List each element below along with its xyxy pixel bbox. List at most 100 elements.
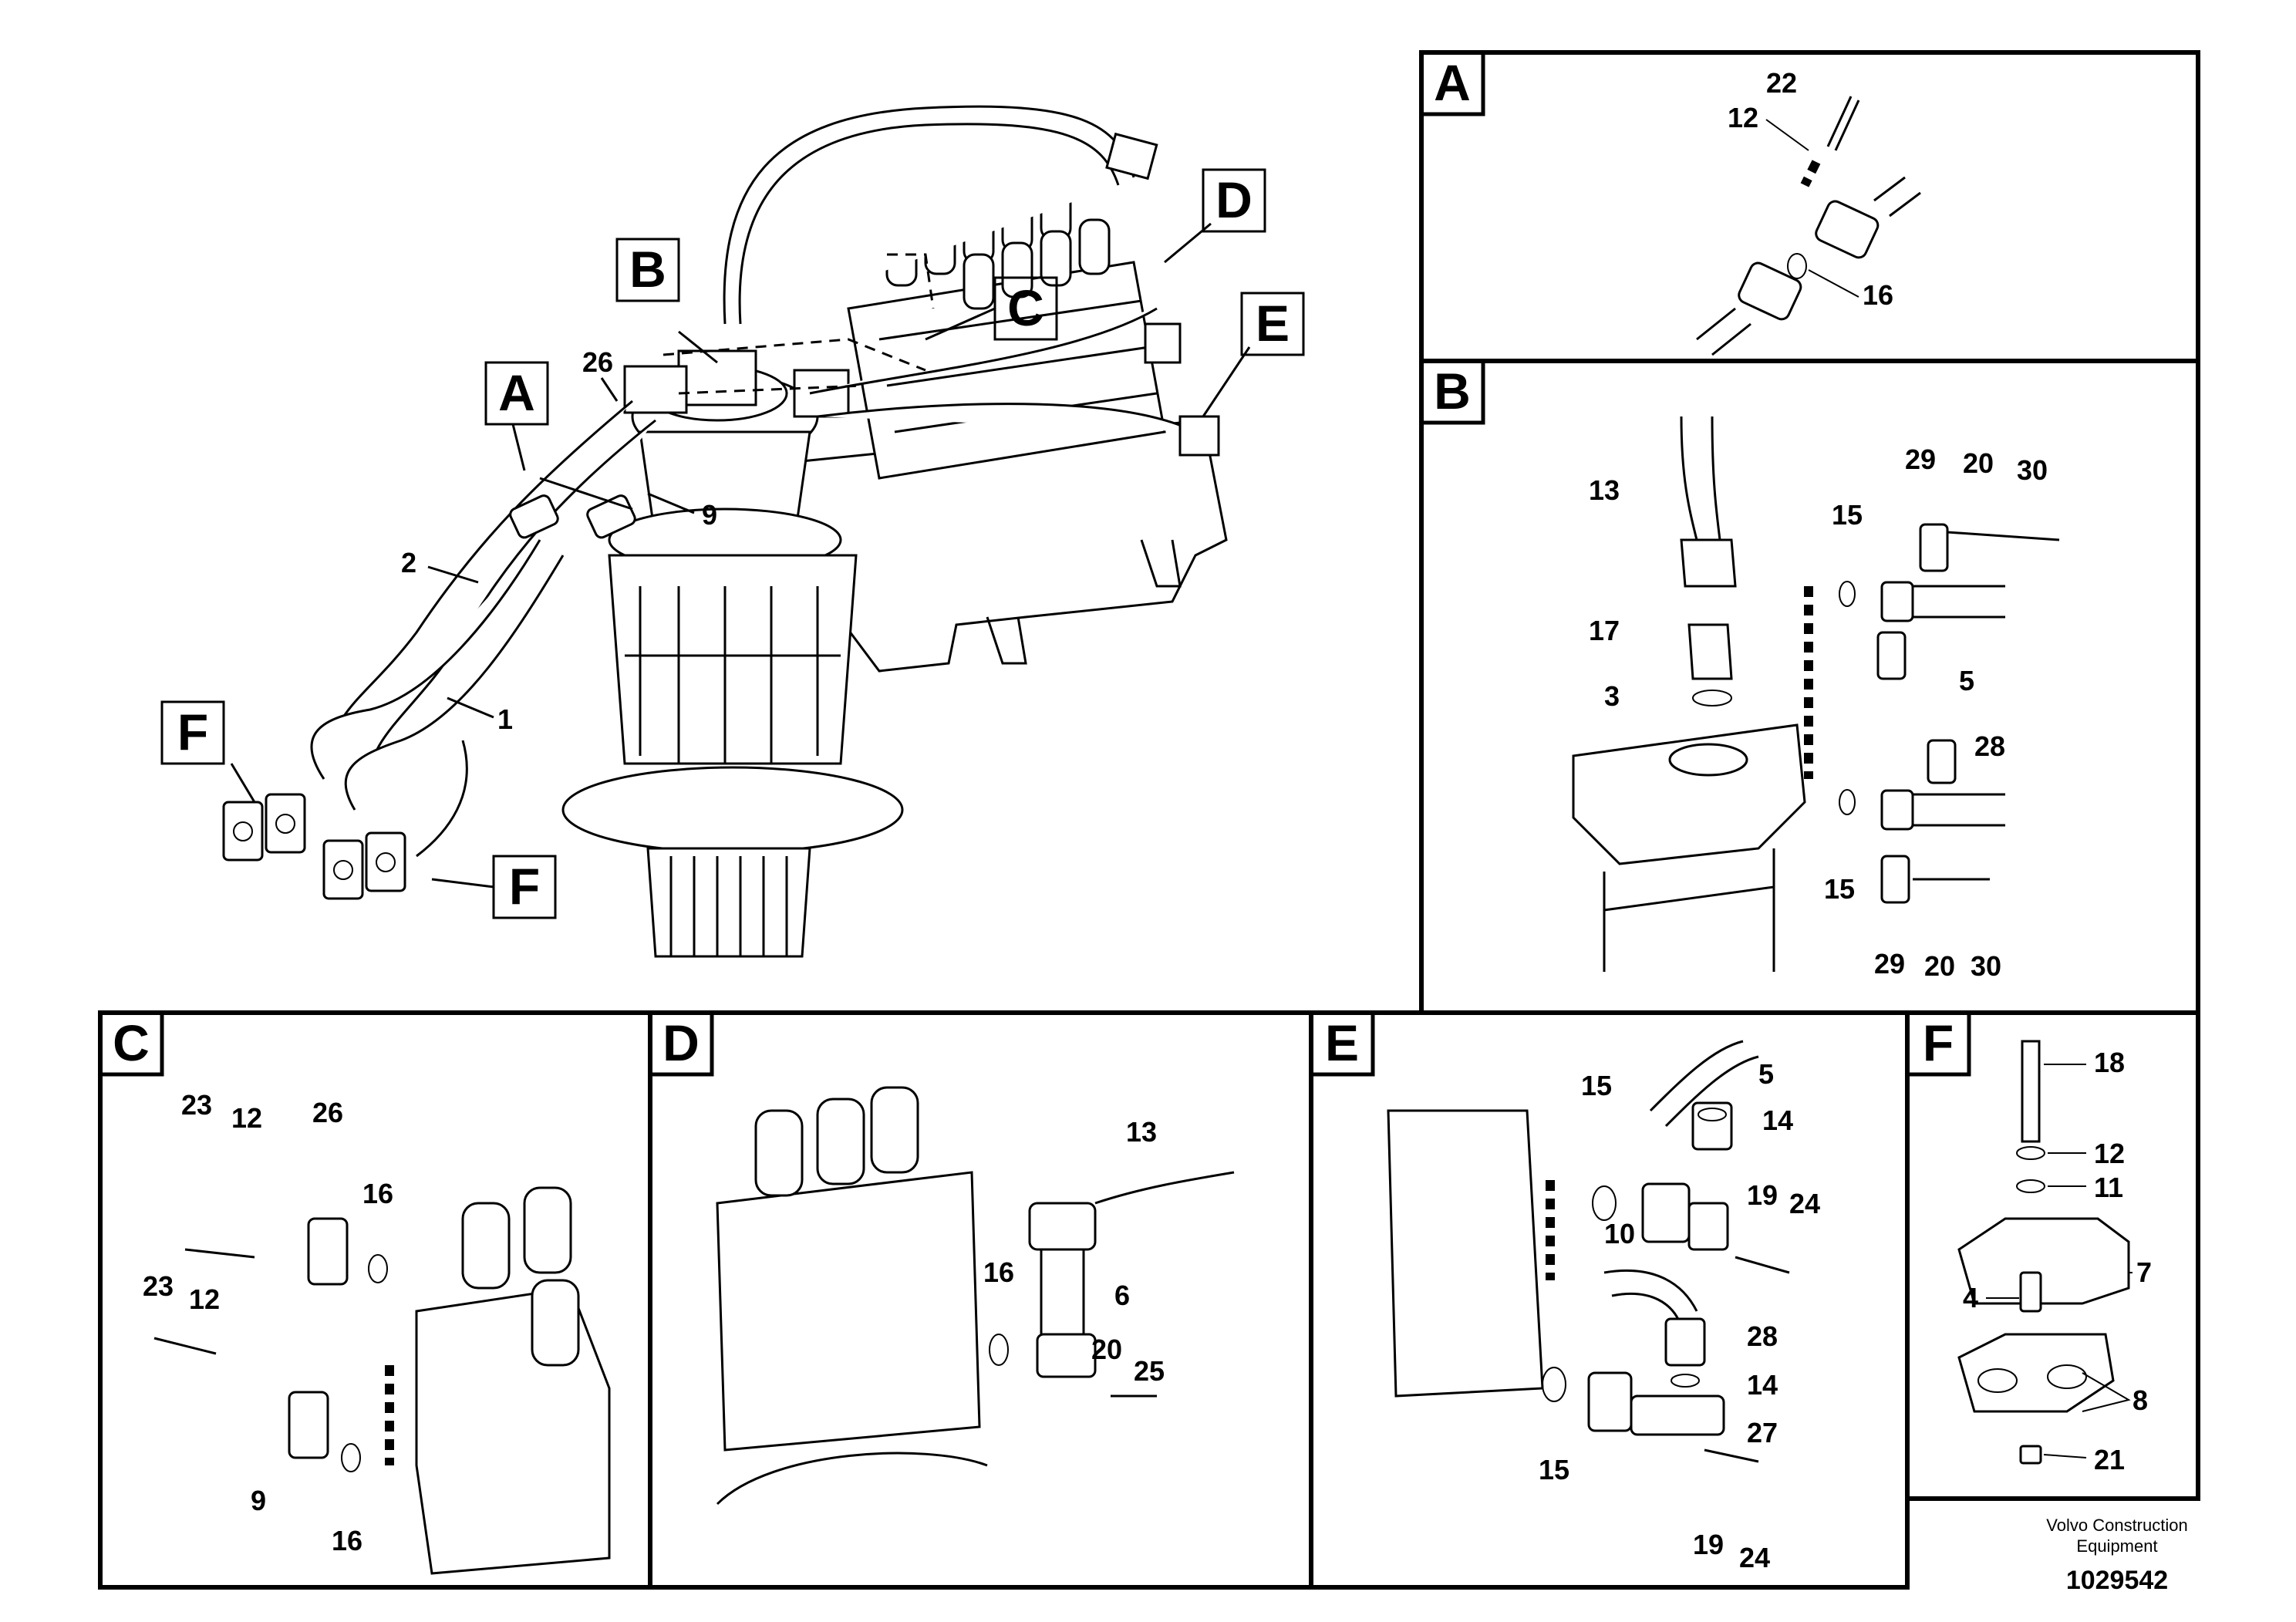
leader-9 — [647, 492, 695, 514]
callout-D-13: 13 — [1126, 1116, 1157, 1148]
company-line-2: Equipment — [2076, 1536, 2157, 1556]
leader-E — [1202, 346, 1251, 417]
detail-F-letter: F — [1923, 1014, 1954, 1071]
callout-D-6: 6 — [1114, 1280, 1130, 1311]
hose-5-fitting — [1144, 322, 1182, 364]
clamp-half-a — [1876, 631, 1907, 680]
line-2 — [330, 400, 633, 757]
f-end-blocks — [222, 793, 406, 900]
solenoid-d2 — [816, 1098, 865, 1185]
callout-B-29a: 29 — [1905, 443, 1936, 475]
o-ring-3 — [1692, 690, 1732, 706]
bracket-7 — [1957, 1217, 2130, 1305]
callout-C-16b: 16 — [332, 1525, 362, 1556]
callout-B-30b: 30 — [1971, 950, 2001, 982]
detail-C-panel: C 23 12 26 16 23 12 9 16 — [98, 1010, 652, 1590]
detail-E-label-box — [1309, 1010, 1375, 1077]
callout-9: 9 — [702, 499, 717, 531]
callout-F-12: 12 — [2094, 1138, 2125, 1169]
fitting-27 — [1587, 1371, 1633, 1432]
callout-F-8: 8 — [2132, 1384, 2148, 1416]
hose-13-main-inner — [738, 123, 1120, 325]
hose-A-top — [1873, 176, 1921, 218]
bracket-26 — [623, 365, 688, 414]
hose-13-nut — [1680, 538, 1737, 588]
flange-A-bottom — [1738, 261, 1802, 321]
callout-E-15a: 15 — [1581, 1070, 1612, 1101]
o-ring-15b — [1839, 789, 1856, 815]
flange-26-c — [307, 1217, 349, 1286]
callout-B-30a: 30 — [2017, 454, 2048, 486]
nut-28-e — [1664, 1317, 1706, 1367]
drawing-number: 1029542 — [2066, 1566, 2168, 1595]
o-ring-16a-c — [368, 1254, 388, 1283]
pipe-6-flange — [1036, 1333, 1097, 1378]
ref-letter-D: D — [1215, 171, 1253, 228]
line-1 — [310, 539, 541, 780]
clamp-8-bore-b — [2047, 1364, 2087, 1389]
bolt-30a — [1947, 531, 2060, 541]
main-refs: A B C D E F F — [160, 168, 1305, 919]
o-ring-16 — [1787, 253, 1807, 279]
leader-A — [511, 423, 633, 511]
o-ring-14a-e — [1698, 1108, 1727, 1121]
callout-E-5: 5 — [1758, 1058, 1774, 1090]
callout-1: 1 — [497, 703, 513, 735]
ref-box-F2 — [492, 855, 557, 919]
flange-9-c — [288, 1391, 329, 1459]
callout-B-3: 3 — [1604, 680, 1620, 712]
leader-F1 — [230, 763, 256, 803]
leader-26 — [600, 377, 619, 402]
motor-port-block-2 — [793, 369, 850, 418]
hose-13-elbow — [1105, 132, 1158, 180]
line-lower — [416, 740, 468, 858]
leader-1 — [447, 696, 494, 719]
leader-F2 — [431, 878, 494, 889]
nut-5-e — [1691, 1101, 1733, 1151]
bolt-24b-e — [1704, 1448, 1759, 1463]
callout-D-25: 25 — [1134, 1355, 1165, 1387]
pipe-6-elbow — [1028, 1202, 1097, 1251]
hose-13-b — [1680, 416, 1721, 541]
hose-5-flange — [1880, 581, 1914, 622]
detail-A-panel: A 22 12 16 — [1419, 50, 2200, 363]
ref-box-F1 — [160, 700, 225, 765]
hose-5-main — [809, 307, 1158, 395]
callout-A-16: 16 — [1863, 279, 1893, 311]
callout-D-20: 20 — [1091, 1334, 1122, 1365]
clamp-8-bore-a — [1977, 1368, 2018, 1393]
solenoid-c3 — [531, 1279, 580, 1367]
ref-letter-B: B — [629, 241, 666, 298]
callout-B-28: 28 — [1974, 730, 2005, 762]
hose-5-b — [1897, 585, 2005, 619]
callout-C-9: 9 — [251, 1485, 266, 1516]
adapter-17 — [1687, 623, 1733, 680]
hose-A-bottom — [1696, 307, 1752, 356]
washer-12-link — [1800, 160, 1821, 187]
callout-C-12b: 12 — [189, 1283, 220, 1315]
bolt-24a-e — [1735, 1256, 1790, 1274]
callout-B-13: 13 — [1589, 474, 1620, 506]
solenoid-d3 — [870, 1086, 919, 1174]
callout-C-12a: 12 — [231, 1102, 262, 1134]
o-ring-15b-e — [1542, 1367, 1566, 1402]
callout-E-14a: 14 — [1762, 1104, 1793, 1136]
detail-C-label-box — [98, 1010, 164, 1077]
callout-C-16a: 16 — [362, 1178, 393, 1209]
fitting-27-body — [1630, 1394, 1725, 1436]
clamp-half-b — [1927, 739, 1957, 784]
ref-letter-C: C — [1007, 279, 1044, 336]
detail-E-panel: E 15 5 14 19 24 10 28 14 15 27 19 24 — [1309, 1010, 1910, 1590]
ref-letter-A: A — [498, 364, 535, 421]
solenoid-c1 — [461, 1202, 511, 1290]
detail-B-panel: B 13 17 3 15 29 20 30 5 28 15 29 20 30 — [1419, 359, 2200, 1015]
fitting-10-body — [1687, 1202, 1729, 1251]
callout-E-19b: 19 — [1693, 1529, 1724, 1560]
detail-B-letter: B — [1434, 363, 1471, 420]
detail-D-panel: D 13 16 6 20 25 — [648, 1010, 1313, 1590]
callout-C-23a: 23 — [181, 1089, 212, 1121]
detail-A-letter: A — [1434, 54, 1471, 111]
ref-letter-F2: F — [509, 858, 540, 915]
ref-box-C — [993, 276, 1058, 341]
